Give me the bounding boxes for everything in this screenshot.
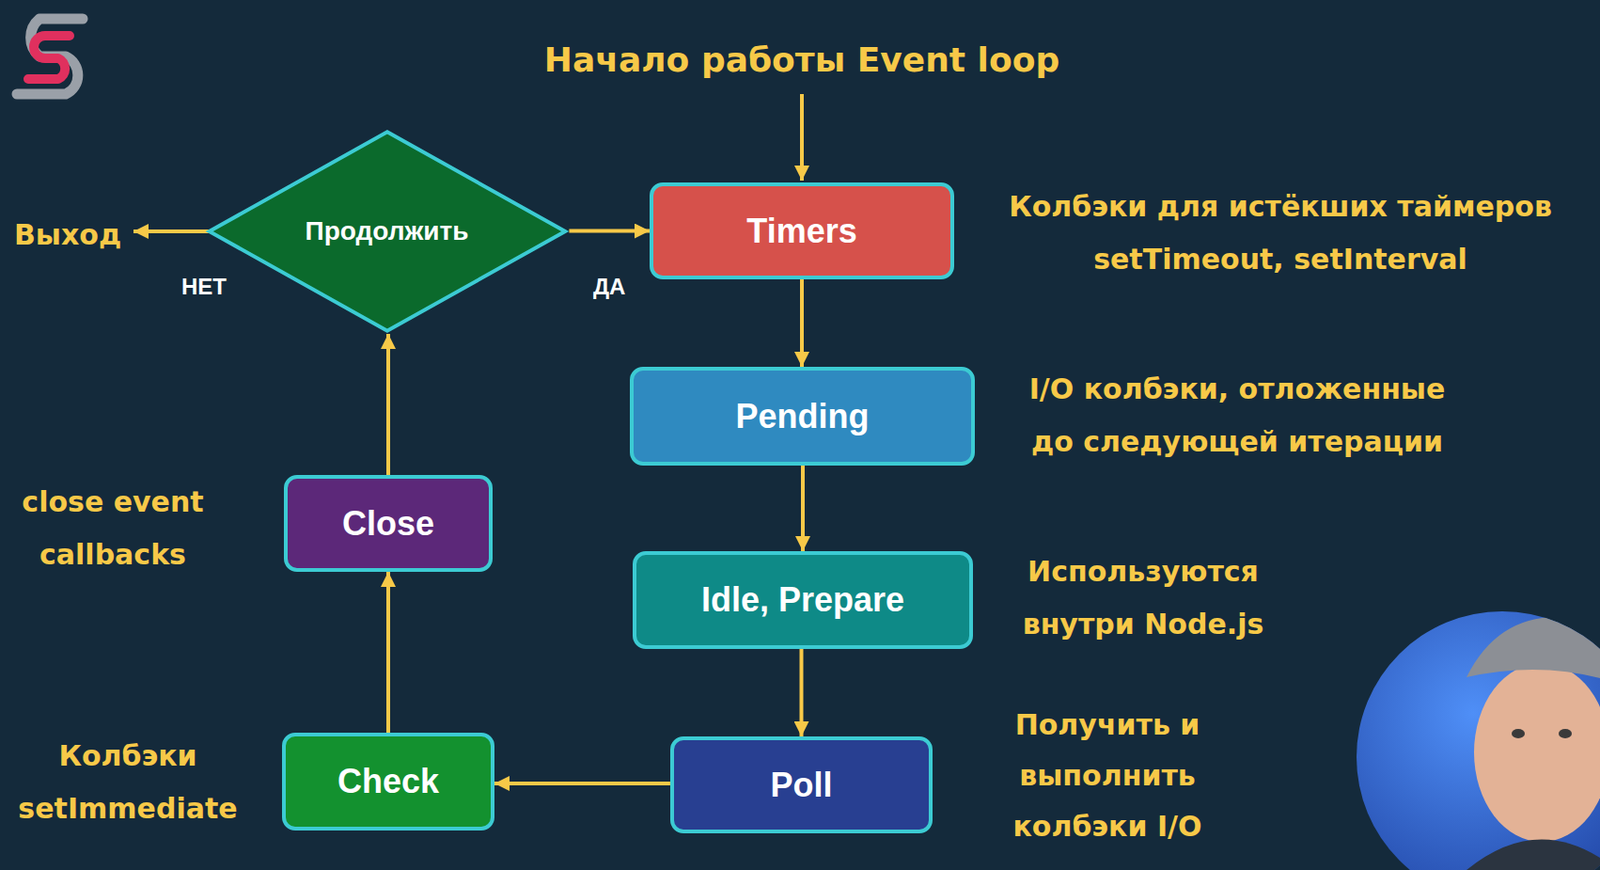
flow-arrow (800, 465, 805, 551)
phase-note: close event callbacks (7, 475, 220, 581)
phase-note: I/O колбэки, отложенные до следующей ите… (1011, 362, 1463, 469)
branch-label: НЕТ (166, 272, 242, 301)
phase-box: Check (282, 732, 495, 831)
channel-logo (16, 18, 83, 95)
portrait-face (1474, 662, 1600, 842)
portrait-shirt (1466, 839, 1600, 870)
flow-arrow (386, 571, 391, 733)
phase-box: Idle, Prepare (632, 550, 973, 649)
flow-arrow (800, 648, 804, 737)
flow-arrow (494, 781, 671, 785)
start-arrow (800, 94, 804, 181)
flow-arrow (386, 333, 391, 475)
phase-box: Poll (670, 736, 933, 833)
node-label: Check (337, 761, 440, 801)
portrait-eye (1558, 728, 1572, 738)
diamond-shape (208, 131, 565, 330)
node-label: Idle, Prepare (701, 580, 905, 620)
node-label: Poll (769, 765, 832, 805)
phase-box: Pending (629, 366, 975, 466)
phase-note: Колбэки для истёкших таймеров setTimeout… (979, 180, 1582, 286)
diagram-title: Начало работы Event loop (378, 37, 1225, 83)
flow-arrow (568, 229, 650, 234)
phase-box: Timers (649, 182, 955, 280)
branch-label: ДА (593, 272, 626, 301)
phase-note: Получить и выполнить колбэки I/O (994, 699, 1221, 852)
portrait-eye (1511, 728, 1525, 738)
presenter-portrait (1356, 611, 1600, 870)
phase-note: Колбэки setImmediate (10, 729, 246, 835)
logo-outer (16, 18, 83, 95)
flow-arrow (800, 279, 804, 367)
logo-inner (28, 35, 70, 79)
node-label: Timers (746, 211, 857, 251)
node-label: Pending (736, 396, 870, 437)
phase-note: Используются внутри Node.js (1002, 545, 1285, 651)
decision-diamond: Продолжить (204, 128, 570, 334)
node-label: Close (342, 503, 435, 544)
exit-label: Выход (14, 208, 137, 262)
portrait-circle (1356, 611, 1600, 870)
node-label: Продолжить (305, 215, 470, 248)
portrait-cap (1466, 616, 1600, 687)
phase-box: Close (283, 474, 493, 572)
